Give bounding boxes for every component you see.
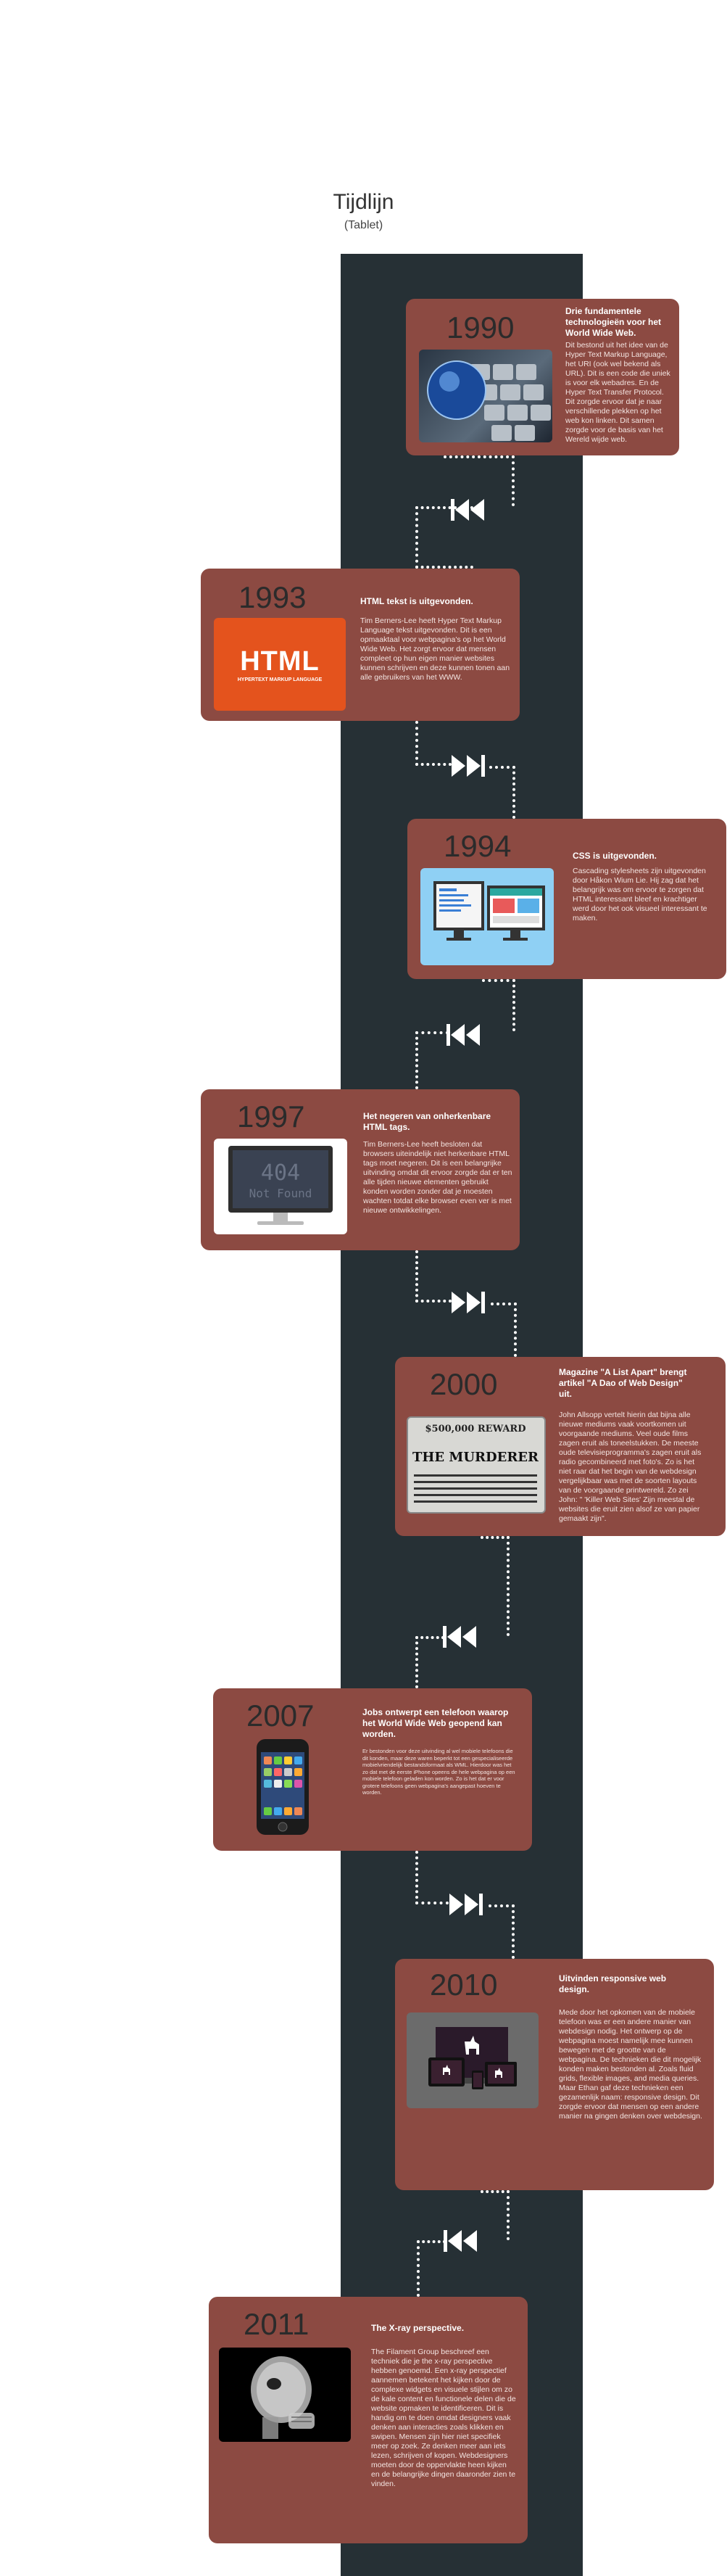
event-heading: HTML tekst is uitgevonden. xyxy=(360,596,473,606)
page-title: Tijdlijn xyxy=(333,190,394,214)
timeline-connector xyxy=(415,506,473,569)
error-message-text: Not Found xyxy=(249,1186,312,1200)
newspaper-headline-text: THE MURDERER xyxy=(412,1450,539,1465)
event-year: 2007 xyxy=(246,1698,315,1733)
event-description: Cascading stylesheets zijn uitgevonden d… xyxy=(573,867,707,922)
event-year: 1993 xyxy=(238,580,307,614)
forward-arrows-icon xyxy=(447,752,486,780)
event-heading: Het negeren van onherkenbare HTML tags. xyxy=(363,1111,491,1132)
keyboard-globe-image xyxy=(419,350,552,442)
page-subtitle: (Tablet) xyxy=(344,219,383,231)
timeline-connector xyxy=(481,1536,510,1636)
event-heading: Jobs ontwerpt een telefoon waarop het Wo… xyxy=(362,1707,509,1739)
event-year: 2000 xyxy=(430,1367,498,1401)
event-description: Dit bestond uit het idee van de Hyper Te… xyxy=(565,341,670,444)
timeline-connector xyxy=(417,2240,446,2297)
xray-head-image xyxy=(219,2348,351,2442)
event-year: 1990 xyxy=(446,310,515,344)
timeline-connector xyxy=(481,2190,510,2240)
timeline-connector xyxy=(489,1904,515,1959)
timeline-card-2010: 2010 Uitvinden responsive web design. Me… xyxy=(395,1959,714,2190)
forward-arrows-icon xyxy=(445,1891,484,1918)
timeline-connector xyxy=(489,766,515,819)
event-heading: The X-ray perspective. xyxy=(371,2323,465,2333)
error-code-text: 404 xyxy=(260,1160,301,1186)
timeline-connector xyxy=(415,1851,449,1904)
event-heading: Magazine "A List Apart" brengt artikel "… xyxy=(559,1367,687,1399)
timeline-card-2011: 2011 The X-ray perspective. The Filament… xyxy=(209,2297,528,2543)
css-screens-image xyxy=(420,868,554,965)
timeline-connector xyxy=(415,1031,449,1089)
event-description: The Filament Group beschreef een technie… xyxy=(371,2348,516,2488)
html-logo-text: HTML xyxy=(240,646,320,677)
event-description: Mede door het opkomen van de mobiele tel… xyxy=(559,2008,702,2121)
newspaper-reward-text: $500,000 REWARD xyxy=(425,1424,526,1434)
event-description: Er bestonden voor deze uitvinding al wel… xyxy=(362,1748,515,1796)
timeline-connector xyxy=(444,455,515,506)
timeline-connector xyxy=(415,721,452,766)
iphone-image xyxy=(254,1738,312,1836)
rewind-arrows-icon xyxy=(449,496,489,524)
event-heading: CSS is uitgevonden. xyxy=(573,851,657,861)
event-year: 2011 xyxy=(244,2307,310,2341)
event-heading: Uitvinden responsive web design. xyxy=(559,1973,667,1994)
timeline-card-1993: 1993 HTML HYPERTEXT MARKUP LANGUAGE HTML… xyxy=(201,569,520,721)
forward-arrows-icon xyxy=(447,1289,486,1316)
html-logo-subtext: HYPERTEXT MARKUP LANGUAGE xyxy=(237,677,323,682)
event-year: 1994 xyxy=(444,829,512,863)
newspaper-image: $500,000 REWARD THE MURDERER xyxy=(407,1416,546,1514)
timeline-card-1990: 1990 Drie fundamentele technologieën voo… xyxy=(406,299,679,455)
timeline-card-1994: 1994 CSS is uitgevonden. Cascading style… xyxy=(407,819,726,979)
event-description: Tim Berners-Lee heeft besloten dat brows… xyxy=(363,1140,512,1215)
event-year: 2010 xyxy=(430,1968,498,2002)
rewind-arrows-icon xyxy=(441,1623,481,1651)
timeline-card-2000: 2000 $500,000 REWARD THE MURDERER Magazi… xyxy=(395,1357,726,1536)
monitor-404-image: 404 Not Found xyxy=(214,1139,347,1234)
timeline-connector xyxy=(491,1303,517,1357)
event-description: Tim Berners-Lee heeft Hyper Text Markup … xyxy=(360,616,510,682)
responsive-devices-image xyxy=(407,2012,539,2108)
timeline-connector xyxy=(415,1250,452,1303)
event-description: John Allsopp vertelt hierin dat bijna al… xyxy=(559,1411,702,1523)
rewind-arrows-icon xyxy=(442,2227,481,2255)
event-year: 1997 xyxy=(237,1099,305,1134)
timeline-card-1997: 1997 404 Not Found Het negeren van onher… xyxy=(201,1089,520,1250)
html-logo-image: HTML HYPERTEXT MARKUP LANGUAGE xyxy=(214,618,346,711)
timeline-connector xyxy=(482,979,515,1031)
timeline-connector xyxy=(415,1636,444,1688)
timeline-card-2007: 2007 Jobs ontwerpt een telefoon waarop h… xyxy=(213,1688,532,1851)
rewind-arrows-icon xyxy=(445,1021,484,1049)
event-heading: Drie fundamentele technologieën voor het… xyxy=(565,306,662,338)
